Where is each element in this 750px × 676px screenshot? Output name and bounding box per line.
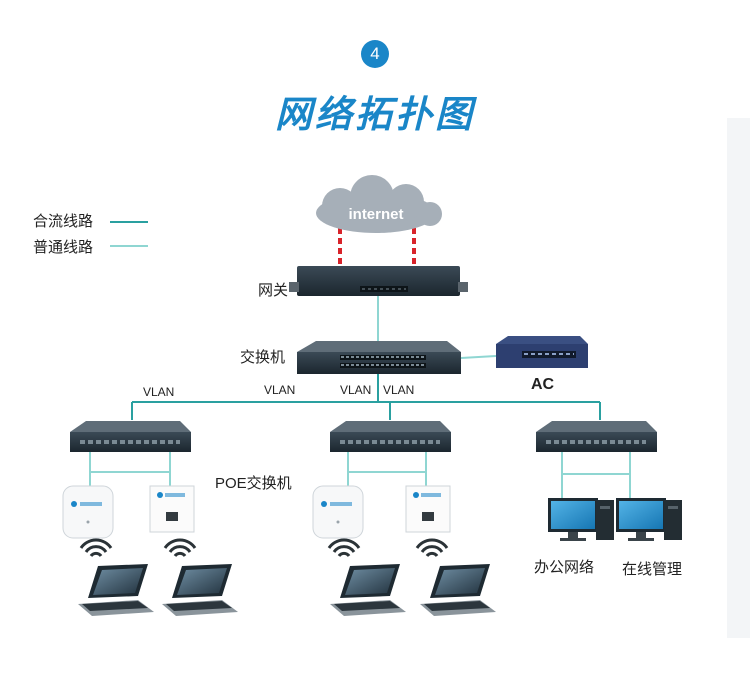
link-switch-ac — [460, 355, 497, 359]
core-switch-label: 交换机 — [240, 349, 286, 366]
ap-ceiling-left — [62, 485, 114, 539]
internet-links — [338, 228, 416, 268]
poe-switch-label: POE交换机 — [215, 475, 292, 492]
desktop-pc-icon — [548, 498, 682, 541]
legend-label-trunk: 合流线路 — [33, 213, 94, 230]
vlan-label-1: VLAN — [143, 385, 175, 399]
vlan-label-4: VLAN — [383, 383, 415, 397]
poe-switch-left — [70, 421, 191, 452]
gateway-label: 网关 — [258, 282, 289, 299]
poe-switch-middle — [330, 421, 451, 452]
side-strip — [727, 118, 750, 638]
ac-device — [496, 336, 588, 368]
ap-ceiling-middle — [312, 485, 364, 539]
trunk-lines — [131, 374, 601, 420]
ap-panel-middle — [405, 485, 451, 533]
poe-switch-right — [536, 421, 657, 452]
office-network-label: 办公网络 — [534, 559, 595, 576]
ap-panel-left — [149, 485, 195, 533]
branch-lines — [89, 452, 631, 498]
gateway-device — [289, 266, 468, 296]
laptop-icon — [78, 564, 496, 616]
legend-label-normal: 普通线路 — [33, 239, 94, 256]
internet-label: internet — [348, 206, 403, 223]
legend-line-trunk — [110, 221, 148, 223]
vlan-label-3: VLAN — [340, 383, 372, 397]
vlan-label-2: VLAN — [264, 383, 296, 397]
online-management-label: 在线管理 — [622, 561, 683, 578]
page-title: 网络拓扑图 — [275, 94, 475, 135]
core-switch-device — [297, 341, 461, 374]
internet-cloud — [316, 175, 442, 233]
step-badge: 4 — [361, 40, 389, 68]
wifi-icon — [79, 538, 449, 558]
legend-line-normal — [110, 245, 148, 247]
ac-label: AC — [531, 376, 555, 393]
